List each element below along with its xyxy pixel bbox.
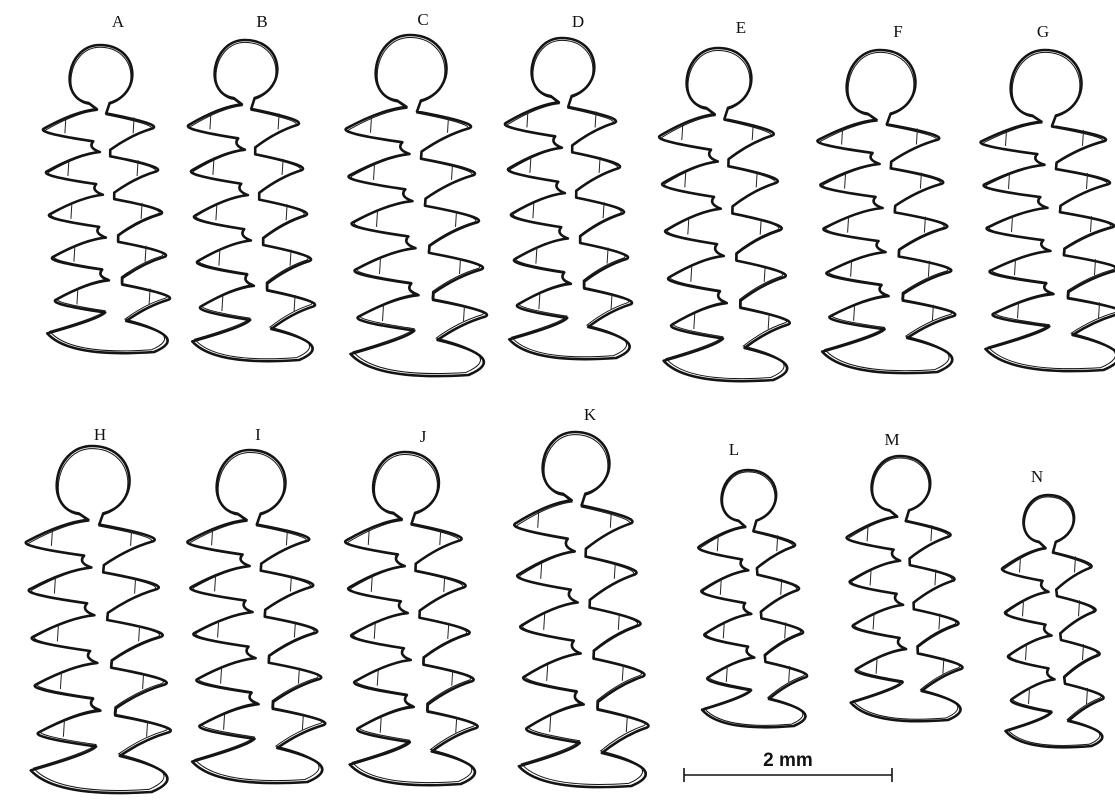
specimen-label-f: F bbox=[893, 22, 903, 41]
molar-outline-g bbox=[979, 48, 1115, 373]
molar-outline-c bbox=[344, 33, 489, 378]
specimen-label-i: I bbox=[255, 425, 261, 444]
scale-bar-label: 2 mm bbox=[763, 750, 813, 771]
specimen-label-h: H bbox=[93, 425, 107, 444]
molar-outline-a bbox=[41, 43, 172, 355]
molar-outline-j bbox=[343, 450, 479, 787]
molar-outline-h bbox=[24, 444, 172, 795]
molar-outline-m bbox=[845, 454, 964, 723]
specimen-label-b: B bbox=[256, 12, 268, 31]
specimen-label-d: D bbox=[571, 12, 585, 31]
specimen-label-n: N bbox=[1030, 467, 1044, 486]
molar-outline-l bbox=[696, 468, 809, 729]
specimen-label-a: A bbox=[111, 12, 125, 31]
molar-outline-k bbox=[512, 430, 650, 789]
specimen-label-m: M bbox=[884, 430, 900, 449]
scale-bar bbox=[683, 768, 893, 782]
specimen-label-e: E bbox=[735, 18, 747, 37]
specimen-label-l: L bbox=[728, 440, 740, 459]
molar-outline-n bbox=[1000, 493, 1105, 749]
molar-outline-d bbox=[503, 36, 634, 361]
molar-outline-b bbox=[186, 38, 317, 363]
specimen-label-g: G bbox=[1036, 22, 1050, 41]
specimen-label-c: C bbox=[417, 10, 429, 29]
molar-outline-f bbox=[816, 48, 957, 375]
specimen-label-k: K bbox=[583, 405, 597, 424]
specimen-label-j: J bbox=[419, 427, 427, 446]
molar-outline-e bbox=[657, 46, 792, 383]
molar-outline-i bbox=[186, 448, 327, 785]
